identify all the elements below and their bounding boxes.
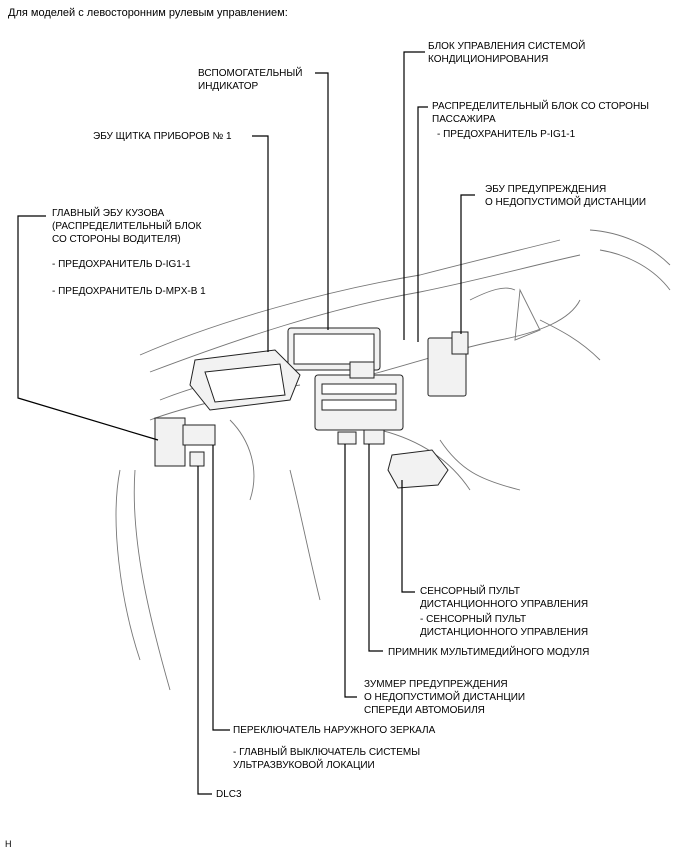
leader-distance-ecu <box>460 194 475 334</box>
label-touch-remote: СЕНСОРНЫЙ ПУЛЬТ ДИСТАНЦИОННОГО УПРАВЛЕНИ… <box>420 586 589 610</box>
label-mirror-switch: ПЕРЕКЛЮЧАТЕЛЬ НАРУЖНОГО ЗЕРКАЛА <box>233 725 436 736</box>
leader-passenger-jb <box>417 106 428 342</box>
label-main-body-ecu-fuse-2: - ПРЕДОХРАНИТЕЛЬ D-MPX-B 1 <box>52 286 206 297</box>
label-front-buzzer: ЗУММЕР ПРЕДУПРЕЖДЕНИЯ О НЕДОПУСТИМОЙ ДИС… <box>364 679 526 716</box>
components <box>154 327 469 489</box>
label-passenger-jb: РАСПРЕДЕЛИТЕЛЬНЫЙ БЛОК СО СТОРОНЫ ПАССАЖ… <box>432 101 650 125</box>
aux-indicator-screen <box>293 333 375 365</box>
page-title: Для моделей с левосторонним рулевым упра… <box>8 7 288 19</box>
multimedia-receiver <box>363 429 385 445</box>
label-meter-ecu: ЭБУ ЩИТКА ПРИБОРОВ № 1 <box>93 131 232 142</box>
leader-aux-indicator <box>315 72 329 330</box>
mirror-switch <box>182 424 216 446</box>
distance-warning-ecu <box>451 331 469 355</box>
label-touch-remote-sub: - СЕНСОРНЫЙ ПУЛЬТ ДИСТАНЦИОННОГО УПРАВЛЕ… <box>420 614 589 638</box>
dlc3-connector <box>189 451 205 467</box>
label-passenger-jb-fuse: - ПРЕДОХРАНИТЕЛЬ P-IG1-1 <box>437 129 576 140</box>
leader-front-buzzer <box>344 444 357 698</box>
leader-multimedia-receiver <box>368 444 383 652</box>
leader-lines <box>17 51 475 795</box>
label-main-body-ecu: ГЛАВНЫЙ ЭБУ КУЗОВА (РАСПРЕДЕЛИТЕЛЬНЫЙ БЛ… <box>52 208 202 245</box>
leader-touch-remote <box>401 480 415 593</box>
main-body-ecu <box>154 417 186 467</box>
label-main-body-ecu-fuse-1: - ПРЕДОХРАНИТЕЛЬ D-IG1-1 <box>52 259 191 270</box>
label-multimedia-receiver: ПРИМНИК МУЛЬТИМЕДИЙНОГО МОДУЛЯ <box>388 647 590 658</box>
leader-meter-ecu <box>252 135 269 352</box>
figure-code: H <box>5 839 12 849</box>
label-ac-control: БЛОК УПРАВЛЕНИЯ СИСТЕМОЙ КОНДИЦИОНИРОВАН… <box>428 41 586 65</box>
multimedia-unit <box>349 361 375 379</box>
leader-ac-control <box>403 51 425 340</box>
label-aux-indicator: ВСПОМОГАТЕЛЬНЫЙ ИНДИКАТОР <box>198 68 303 92</box>
front-buzzer <box>337 431 357 445</box>
leader-main-body-ecu <box>17 215 159 441</box>
label-dlc3: DLC3 <box>216 789 242 800</box>
label-distance-warning-ecu: ЭБУ ПРЕДУПРЕЖДЕНИЯ О НЕДОПУСТИМОЙ ДИСТАН… <box>485 184 647 208</box>
leader-mirror-switch <box>212 445 230 731</box>
touch-remote-pad <box>387 449 449 489</box>
label-mirror-switch-sub: - ГЛАВНЫЙ ВЫКЛЮЧАТЕЛЬ СИСТЕМЫ УЛЬТРАЗВУК… <box>233 747 421 771</box>
leader-dlc3 <box>197 466 212 795</box>
